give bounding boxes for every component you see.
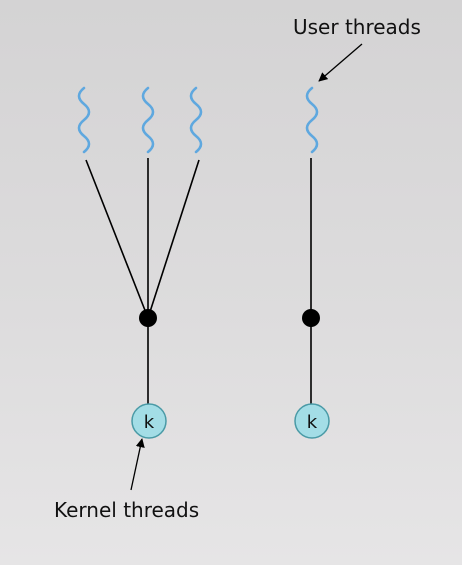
kernel-threads-label: Kernel threads xyxy=(54,498,200,522)
user-thread-wave-2 xyxy=(141,86,155,154)
mapping-line-1 xyxy=(85,159,149,319)
user-thread-wave-1 xyxy=(77,86,91,154)
many-to-one-group: k xyxy=(77,86,203,439)
kernel-threads-callout-arrow xyxy=(130,438,145,491)
user-threads-callout-arrow xyxy=(318,43,363,82)
user-thread-wave-3 xyxy=(189,86,203,154)
kernel-node-label-left: k xyxy=(144,412,155,433)
mapping-line-3 xyxy=(147,159,200,319)
user-thread-wave-4 xyxy=(305,86,319,154)
kernel-node-label-right: k xyxy=(307,412,318,433)
one-to-one-group: k xyxy=(294,86,330,439)
user-threads-label: User threads xyxy=(293,15,421,39)
kernel-thread-node-left xyxy=(131,403,167,439)
kernel-thread-node-right xyxy=(294,403,330,439)
